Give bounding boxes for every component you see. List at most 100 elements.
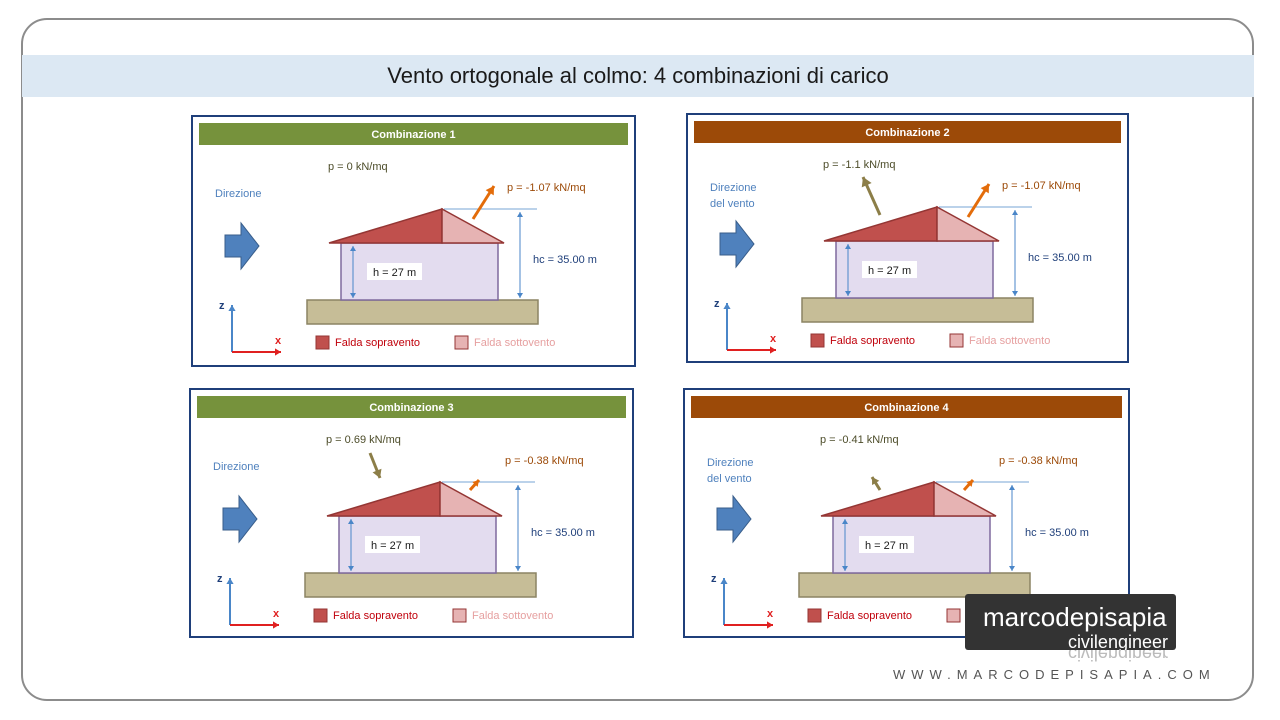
hc-label: hc = 35.00 m — [531, 527, 595, 539]
axis-x-arrow-head — [767, 621, 773, 629]
hc-dimension-up-head — [1012, 210, 1018, 215]
panel-header-bar — [691, 396, 1122, 418]
pressure-windward-label: p = -1.1 kN/mq — [823, 159, 895, 171]
direction-label: Direzione — [215, 188, 261, 200]
h-label-bg — [862, 261, 917, 278]
h-label-bg — [367, 263, 422, 280]
pressure-windward-arrow-head — [372, 468, 382, 478]
h-dimension-down-head — [842, 566, 848, 571]
slide-title: Vento ortogonale al colmo: 4 combinazion… — [387, 63, 889, 88]
panel-header-label: Combinazione 2 — [865, 127, 949, 139]
legend-windward-swatch — [313, 608, 328, 623]
pressure-leeward-arrow-head — [472, 480, 479, 487]
hc-dimension-up-head — [515, 485, 521, 490]
hc-label: hc = 35.00 m — [533, 254, 597, 266]
legend-windward-label: Falda sopravento — [827, 610, 912, 622]
panel-combinazione-3: Combinazione 3 Direzione h = 27 m hc = 35.0… — [189, 388, 634, 638]
h-label: h = 27 m — [373, 267, 416, 279]
h-dimension-up-head — [348, 519, 354, 524]
axis-z-label: z — [219, 300, 225, 312]
pressure-windward-label: p = 0 kN/mq — [328, 161, 388, 173]
direction-label: Direzione — [707, 457, 753, 469]
roof-leeward — [933, 480, 997, 517]
axis-x-label: x — [770, 333, 777, 345]
pressure-leeward-arrow-head — [485, 186, 494, 196]
axis-x-arrow-head — [770, 346, 776, 354]
panel-header-bar — [197, 396, 626, 418]
panel-header-label: Combinazione 3 — [369, 402, 453, 414]
direction-label: del vento — [710, 198, 755, 210]
axis-x-label: x — [273, 608, 280, 620]
legend-leeward-swatch — [949, 333, 964, 348]
hc-dimension-down-head — [1012, 291, 1018, 296]
panel-header-label: Combinazione 4 — [864, 402, 949, 414]
logo-line2: civilengineer — [1067, 632, 1168, 652]
hc-label: hc = 35.00 m — [1025, 527, 1089, 539]
legend-leeward-swatch — [946, 608, 961, 623]
slide-frame — [21, 18, 1254, 701]
wind-direction-arrow — [222, 494, 258, 544]
axis-z-label: z — [714, 298, 720, 310]
axis-x-label: x — [767, 608, 774, 620]
pressure-leeward-label: p = -0.38 kN/mq — [505, 455, 584, 467]
hc-dimension-down-head — [517, 293, 523, 298]
h-dimension-down-head — [845, 291, 851, 296]
h-dimension-up-head — [350, 246, 356, 251]
hc-dimension-down-head — [1009, 566, 1015, 571]
h-dimension-down-head — [348, 566, 354, 571]
h-dimension-down-head — [350, 293, 356, 298]
legend-leeward-label: Falda sottovento — [472, 610, 553, 622]
h-label: h = 27 m — [865, 540, 908, 552]
pressure-windward-arrow-head — [861, 177, 872, 188]
pressure-windward-label: p = 0.69 kN/mq — [326, 434, 401, 446]
pressure-windward-label: p = -0.41 kN/mq — [820, 434, 899, 446]
direction-label: Direzione — [710, 182, 756, 194]
legend-windward-label: Falda sopravento — [335, 337, 420, 349]
h-label-bg — [365, 536, 420, 553]
axis-z-label: z — [711, 573, 717, 585]
panel-combinazione-2: Combinazione 2 Direzione del vento h = 27 m… — [686, 113, 1129, 363]
pressure-leeward-arrow-head — [966, 480, 973, 487]
axis-x-arrow-head — [273, 621, 279, 629]
h-dimension-up-head — [842, 519, 848, 524]
ground-slab — [304, 572, 537, 598]
legend-windward-swatch — [807, 608, 822, 623]
pressure-leeward-label: p = -1.07 kN/mq — [1002, 180, 1081, 192]
panel-drawing: Combinazione 3 Direzione h = 27 m hc = 35.0… — [189, 388, 634, 638]
axis-x-arrow-head — [275, 348, 281, 356]
wind-direction-arrow — [716, 494, 752, 544]
pressure-leeward-arrow-head — [980, 184, 989, 194]
logo: marcodepisapia civilengineer civilengine… — [953, 586, 1178, 666]
roof-leeward — [439, 480, 503, 517]
pressure-windward-arrow-head — [872, 477, 880, 486]
logo-line1: marcodepisapia — [983, 602, 1167, 632]
pressure-leeward-label: p = -0.38 kN/mq — [999, 455, 1078, 467]
legend-leeward-swatch — [454, 335, 469, 350]
axis-z-arrow-head — [723, 303, 731, 309]
logo-reflection: civilengineer — [965, 650, 1176, 664]
roof-leeward — [936, 205, 1000, 242]
hc-dimension-down-head — [515, 566, 521, 571]
axis-z-label: z — [217, 573, 223, 585]
website-url: WWW.MARCODEPISAPIA.COM — [893, 667, 1216, 682]
hc-dimension-up-head — [517, 212, 523, 217]
wind-direction-arrow — [719, 219, 755, 269]
logo-box: marcodepisapia civilengineer — [965, 594, 1176, 652]
h-label: h = 27 m — [868, 265, 911, 277]
hc-dimension-up-head — [1009, 485, 1015, 490]
ground-slab — [306, 299, 539, 325]
axis-z-arrow-head — [226, 578, 234, 584]
title-band: Vento ortogonale al colmo: 4 combinazion… — [22, 55, 1254, 97]
panel-drawing: Combinazione 2 Direzione del vento h = 27 m… — [686, 113, 1129, 363]
ground-slab — [798, 572, 1031, 598]
legend-leeward-label: Falda sottovento — [969, 335, 1050, 347]
roof-leeward — [441, 207, 505, 244]
direction-label: Direzione — [213, 461, 259, 473]
h-label: h = 27 m — [371, 540, 414, 552]
h-label-bg — [859, 536, 914, 553]
wind-direction-arrow — [224, 221, 260, 271]
direction-label: del vento — [707, 473, 752, 485]
legend-leeward-label: Falda sottovento — [474, 337, 555, 349]
legend-windward-swatch — [315, 335, 330, 350]
